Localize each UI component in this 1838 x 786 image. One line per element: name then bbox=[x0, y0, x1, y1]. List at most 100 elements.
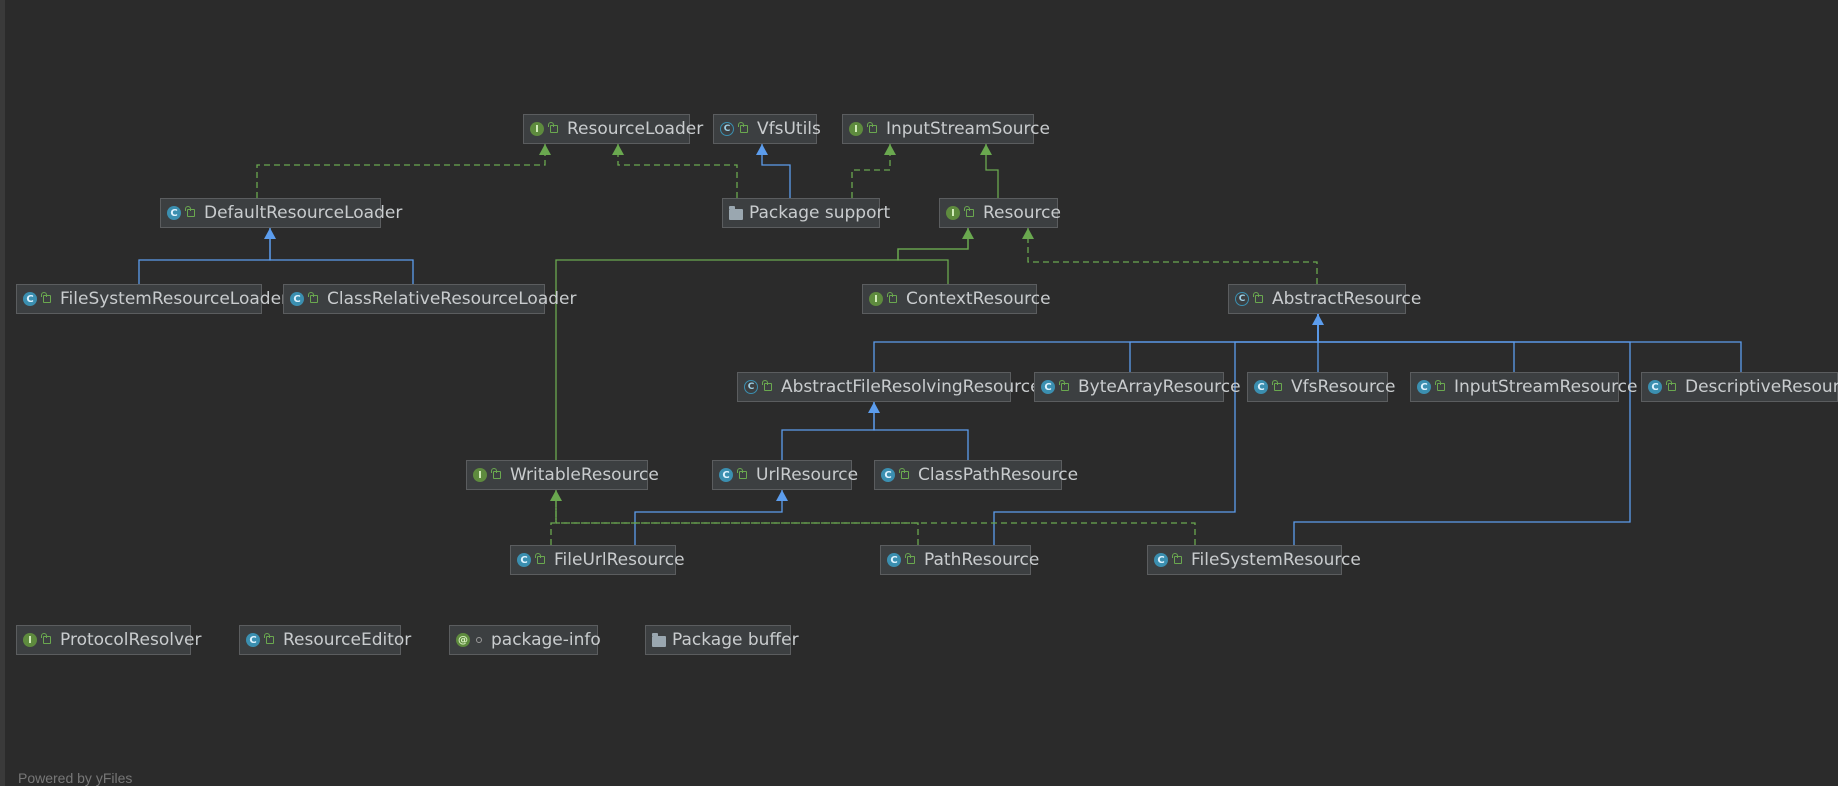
node-input-stream-source[interactable]: I InputStreamSource bbox=[842, 114, 1050, 144]
edge-abstract-resource-to-resource bbox=[1027, 228, 1318, 284]
node-url-resource[interactable]: C UrlResource bbox=[712, 460, 858, 490]
public-lock-icon bbox=[1059, 380, 1069, 391]
arrowhead-resource-loader bbox=[612, 144, 624, 155]
node-package-buffer[interactable]: Package buffer bbox=[645, 625, 799, 655]
arrowhead-input-stream-source bbox=[980, 144, 992, 155]
node-label: ClassPathResource bbox=[918, 465, 1079, 485]
node-label: ResourceLoader bbox=[567, 119, 704, 139]
edge-file-system-resource-to-abstract-resource bbox=[1293, 314, 1631, 545]
node-label: WritableResource bbox=[510, 465, 659, 485]
node-vfs-utils[interactable]: C VfsUtils bbox=[713, 114, 821, 144]
public-lock-icon bbox=[264, 633, 274, 644]
public-lock-icon bbox=[887, 292, 897, 303]
public-lock-icon bbox=[41, 292, 51, 303]
interface-icon: I bbox=[23, 633, 37, 647]
abstract-class-icon: C bbox=[744, 380, 758, 394]
class-icon: C bbox=[1648, 380, 1662, 394]
public-lock-icon bbox=[1666, 380, 1676, 391]
node-label: FileSystemResource bbox=[1191, 550, 1361, 570]
node-class-path-resource[interactable]: C ClassPathResource bbox=[874, 460, 1078, 490]
node-label: InputStreamSource bbox=[886, 119, 1050, 139]
edge-file-system-resource-loader-to-default-resource-loader bbox=[138, 228, 271, 284]
public-lock-icon bbox=[41, 633, 51, 644]
edge-package-support-to-resource-loader bbox=[617, 144, 738, 198]
public-lock-icon bbox=[737, 468, 747, 479]
node-label: InputStreamResource bbox=[1454, 377, 1638, 397]
package-info-icon: @ bbox=[456, 633, 470, 647]
node-protocol-resolver[interactable]: I ProtocolResolver bbox=[16, 625, 202, 655]
node-label: ClassRelativeResourceLoader bbox=[327, 289, 577, 309]
edge-resource-to-input-stream-source bbox=[985, 144, 999, 198]
public-lock-icon bbox=[899, 468, 909, 479]
public-lock-icon bbox=[535, 553, 545, 564]
public-lock-icon bbox=[491, 468, 501, 479]
node-class-relative-resource-loader[interactable]: C ClassRelativeResourceLoader bbox=[283, 284, 576, 314]
interface-icon: I bbox=[869, 292, 883, 306]
node-label: AbstractFileResolvingResource bbox=[781, 377, 1041, 397]
arrowhead-resource bbox=[1022, 228, 1034, 239]
edge-path-resource-to-abstract-resource bbox=[993, 314, 1319, 545]
node-label: UrlResource bbox=[756, 465, 859, 485]
node-file-system-resource-loader[interactable]: C FileSystemResourceLoader bbox=[16, 284, 288, 314]
edge-writable-resource-to-resource bbox=[555, 228, 969, 460]
arrowhead-resource-loader bbox=[539, 144, 551, 155]
node-label: FileSystemResourceLoader bbox=[60, 289, 289, 309]
public-lock-icon bbox=[185, 206, 195, 217]
edge-package-support-to-input-stream-source bbox=[851, 144, 891, 198]
node-resource-loader[interactable]: I ResourceLoader bbox=[523, 114, 703, 144]
node-label: ProtocolResolver bbox=[60, 630, 202, 650]
node-label: ResourceEditor bbox=[283, 630, 412, 650]
node-label: package-info bbox=[491, 630, 601, 650]
node-file-url-resource[interactable]: C FileUrlResource bbox=[510, 545, 685, 575]
node-abstract-file-resolving-resource[interactable]: C AbstractFileResolvingResource bbox=[737, 372, 1041, 402]
node-file-system-resource[interactable]: C FileSystemResource bbox=[1147, 545, 1361, 575]
public-lock-icon bbox=[308, 292, 318, 303]
edge-class-relative-resource-loader-to-default-resource-loader bbox=[269, 228, 414, 284]
public-lock-icon bbox=[762, 380, 772, 391]
interface-icon: I bbox=[473, 468, 487, 482]
node-writable-resource[interactable]: I WritableResource bbox=[466, 460, 659, 490]
node-vfs-resource[interactable]: C VfsResource bbox=[1247, 372, 1395, 402]
public-lock-icon bbox=[548, 122, 558, 133]
public-lock-icon bbox=[1272, 380, 1282, 391]
node-label: DescriptiveResource bbox=[1685, 377, 1838, 397]
class-icon: C bbox=[290, 292, 304, 306]
class-icon: C bbox=[719, 468, 733, 482]
class-icon: C bbox=[1154, 553, 1168, 567]
node-package-info[interactable]: @ package-info bbox=[449, 625, 601, 655]
class-icon: C bbox=[23, 292, 37, 306]
node-label: ByteArrayResource bbox=[1078, 377, 1241, 397]
public-lock-icon bbox=[905, 553, 915, 564]
public-lock-icon bbox=[1172, 553, 1182, 564]
arrowhead-url-resource bbox=[776, 490, 788, 501]
edge-abstract-file-resolving-resource-to-abstract-resource bbox=[873, 314, 1319, 372]
class-icon: C bbox=[517, 553, 531, 567]
class-icon: C bbox=[1254, 380, 1268, 394]
public-lock-icon bbox=[1435, 380, 1445, 391]
edge-context-resource-to-resource bbox=[897, 228, 969, 284]
interface-icon: I bbox=[849, 122, 863, 136]
edge-file-url-resource-to-url-resource bbox=[634, 490, 783, 545]
node-label: PathResource bbox=[924, 550, 1040, 570]
node-label: FileUrlResource bbox=[554, 550, 685, 570]
arrowhead-vfs-utils bbox=[756, 144, 768, 155]
node-label: Package support bbox=[749, 203, 891, 223]
abstract-class-icon: C bbox=[720, 122, 734, 136]
node-package-support[interactable]: Package support bbox=[722, 198, 890, 228]
edge-path-resource-to-writable-resource bbox=[555, 490, 919, 545]
interface-icon: I bbox=[530, 122, 544, 136]
arrowhead-input-stream-source bbox=[884, 144, 896, 155]
node-descriptive-resource[interactable]: C DescriptiveResource bbox=[1641, 372, 1838, 402]
node-label: VfsResource bbox=[1291, 377, 1396, 397]
node-label: VfsUtils bbox=[757, 119, 821, 139]
class-icon: C bbox=[881, 468, 895, 482]
